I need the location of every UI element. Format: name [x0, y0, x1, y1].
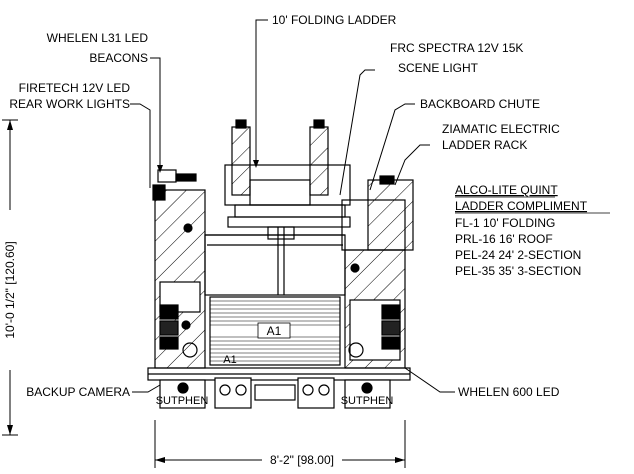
ladder-rack-right [341, 175, 414, 251]
label-beacons-line1: WHELEN L31 LED [47, 31, 149, 45]
label-whelen-600: WHELEN 600 LED [458, 385, 560, 399]
dimension-width-label: 8'-2" [98.00] [270, 453, 334, 467]
truck-body [147, 119, 414, 409]
compartment-label-main: A1 [267, 324, 282, 338]
left-beacon [157, 169, 177, 183]
left-tail-light-mid [159, 320, 179, 336]
mudflap-brand-left: SUTPHEN [156, 395, 209, 407]
left-tail-light-upper [159, 304, 179, 320]
label-ladder-rack-line2: LADDER RACK [442, 138, 527, 152]
label-scene-light-line1: FRC SPECTRA 12V 15K [390, 41, 523, 55]
leader-lines [130, 19, 455, 393]
rollup-door-slats [210, 300, 340, 362]
label-backboard-chute: BACKBOARD CHUTE [420, 97, 540, 111]
compliment-heading-line1: ALCO-LITE QUINT [455, 183, 558, 197]
ladder-compliment-list: ALCO-LITE QUINT LADDER COMPLIMENT FL-1 1… [455, 183, 610, 278]
compliment-item: PRL-16 16' ROOF [455, 232, 553, 246]
ladder-assembly [224, 119, 351, 295]
right-tail-light-lower [381, 336, 401, 350]
compliment-heading-line2: LADDER COMPLIMENT [455, 199, 588, 213]
label-beacons-line2: BEACONS [89, 51, 148, 65]
dimension-height-label-text: 10'-0 1/2" [120.60] [3, 241, 17, 338]
right-tail-light-upper [381, 304, 401, 320]
label-scene-light-line2: SCENE LIGHT [398, 61, 479, 75]
label-folding-ladder: 10' FOLDING LADDER [272, 13, 397, 27]
label-ladder-rack-line1: ZIAMATIC ELECTRIC [442, 122, 560, 136]
mudflap-brand-right: SUTPHEN [341, 395, 394, 407]
left-tail-light-lower [159, 336, 179, 350]
label-work-lights-line2: REAR WORK LIGHTS [9, 97, 130, 111]
compliment-item: PEL-35 35' 3-SECTION [455, 264, 581, 278]
label-work-lights-line1: FIRETECH 12V LED [19, 81, 131, 95]
right-tail-light-mid [381, 320, 401, 336]
compliment-item: FL-1 10' FOLDING [455, 216, 555, 230]
center-body [204, 234, 346, 296]
compliment-item: PEL-24 24' 2-SECTION [455, 248, 581, 262]
compartment-label-small: A1 [223, 354, 236, 366]
rollup-door [209, 296, 341, 366]
label-backup-camera: BACKUP CAMERA [26, 385, 130, 399]
